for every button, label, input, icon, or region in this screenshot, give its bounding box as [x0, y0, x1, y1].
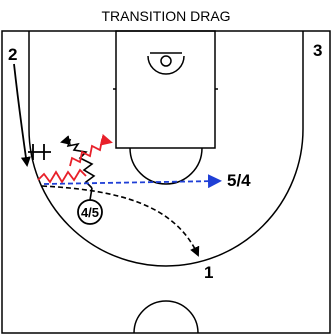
blue-pass-arrow — [43, 174, 222, 189]
player-3-label: 3 — [313, 41, 322, 60]
restricted-arc — [147, 55, 185, 75]
diagram-title: TRANSITION DRAG — [101, 8, 230, 24]
player-1-label: 1 — [204, 263, 213, 282]
connector-4-5 — [89, 187, 93, 201]
key-lane — [115, 30, 216, 149]
half-court — [1, 30, 331, 334]
player-2-label: 2 — [8, 45, 17, 64]
red-dribble-zigzag-lower — [37, 168, 87, 184]
player-4-5-label: 4/5 — [81, 205, 99, 220]
three-point-line — [28, 31, 304, 267]
black-dribble-zigzag — [60, 135, 96, 189]
red-dribble-zigzag-upper — [69, 133, 113, 167]
player-2-cut-arrow — [13, 63, 31, 167]
free-throw-circle — [129, 147, 203, 185]
player-5-4-label: 5/4 — [227, 171, 251, 190]
black-pass-to-1-arrow — [41, 185, 200, 257]
screen-marker-icon — [28, 144, 51, 160]
center-circle — [133, 300, 199, 334]
player-4-5-marker: 4/5 — [77, 199, 103, 225]
rim — [160, 55, 172, 67]
